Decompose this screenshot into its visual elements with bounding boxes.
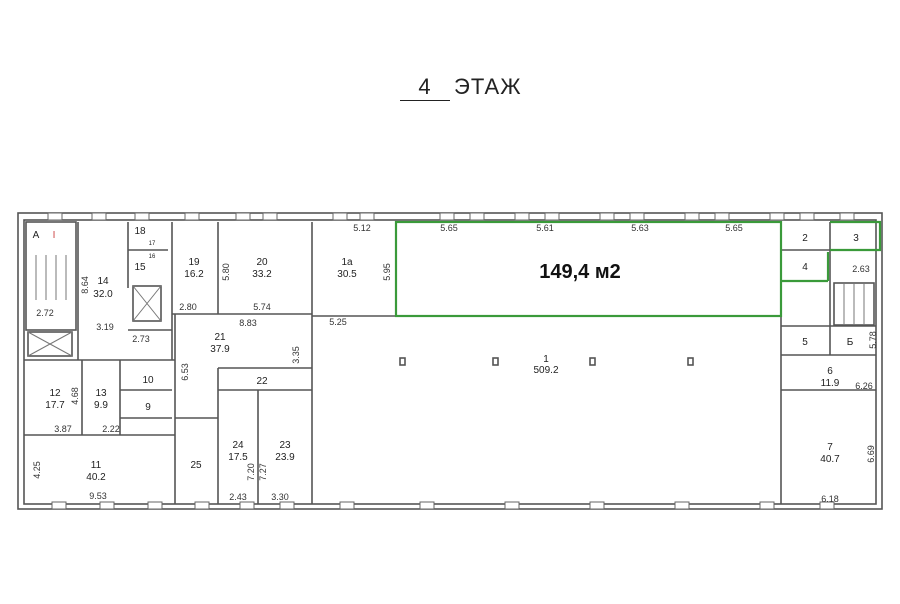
room-6-num: 6 <box>827 366 833 377</box>
dimension-label: 7.27 <box>258 463 268 481</box>
room-7-num: 7 <box>827 442 833 453</box>
room-18-num: 18 <box>134 226 146 237</box>
stair-a-mark: I <box>53 230 56 241</box>
room-23-num: 23 <box>279 440 291 451</box>
dimension-label: 2.72 <box>36 308 54 318</box>
dimension-label: 4.68 <box>70 387 80 405</box>
dimension-label: 5.95 <box>382 263 392 281</box>
room-2-num: 2 <box>802 233 808 244</box>
room-1-num: 1 <box>543 354 549 365</box>
dimension-label: 5.78 <box>868 331 878 349</box>
room-21-num: 21 <box>214 332 226 343</box>
room-7-area: 40.7 <box>820 454 840 465</box>
floor-number: 4 <box>400 74 450 101</box>
dimension-label: 2.63 <box>852 264 870 274</box>
windows <box>47 212 855 510</box>
dimension-label: 5.65 <box>725 223 743 233</box>
outer-wall <box>17 212 883 510</box>
highlighted-area[interactable]: 149,4 м2 <box>394 220 882 318</box>
room-21-area: 37.9 <box>210 344 230 355</box>
room-13-area: 9.9 <box>94 400 108 411</box>
dimension-label: 4.25 <box>32 461 42 479</box>
dimension-labels: 2.72 8.64 3.19 2.73 2.80 5.80 5.74 8.83 … <box>32 223 878 504</box>
dimension-label: 2.80 <box>179 302 197 312</box>
stair-a-label: А <box>33 230 40 241</box>
dimension-label: 8.83 <box>239 318 257 328</box>
dimension-label: 2.73 <box>132 334 150 344</box>
room-19-num: 19 <box>188 257 200 268</box>
room-20-area: 33.2 <box>252 269 272 280</box>
room-6-area: 11.9 <box>821 378 840 389</box>
dimension-label: 8.64 <box>80 276 90 294</box>
dimension-label: 5.74 <box>253 302 271 312</box>
dimension-label: 5.65 <box>440 223 458 233</box>
room-13-num: 13 <box>95 388 107 399</box>
dimension-label: 6.53 <box>180 363 190 381</box>
room-24-area: 17.5 <box>228 452 248 463</box>
dimension-label: 3.87 <box>54 424 72 434</box>
dimension-label: 3.35 <box>291 346 301 364</box>
room-20-num: 20 <box>256 257 268 268</box>
room-1-area: 509.2 <box>533 365 558 376</box>
room-labels: А I 14 32.0 18 17 16 15 19 16.2 20 33.2 … <box>33 226 860 483</box>
dimension-label: 6.69 <box>866 445 876 463</box>
dimension-label: 7.20 <box>246 463 256 481</box>
dimension-label: 5.80 <box>221 263 231 281</box>
room-23-area: 23.9 <box>275 452 295 463</box>
room-12-area: 17.7 <box>45 400 65 411</box>
room-10-num: 10 <box>142 375 154 386</box>
dimension-label: 2.43 <box>229 492 247 502</box>
room-15-num: 15 <box>134 262 146 273</box>
dimension-label: 5.12 <box>353 223 371 233</box>
room-14-area: 32.0 <box>93 289 113 300</box>
room-9-num: 9 <box>145 402 151 413</box>
room-11-area: 40.2 <box>86 472 106 483</box>
interior-walls <box>24 221 876 504</box>
inner-wall <box>23 219 877 505</box>
room-22-num: 22 <box>256 376 268 387</box>
room-1a-area: 30.5 <box>337 269 357 280</box>
stair-b-label: Б <box>847 337 854 348</box>
dimension-label: 5.63 <box>631 223 649 233</box>
room-17-num: 17 <box>149 241 156 247</box>
room-3-num: 3 <box>853 233 859 244</box>
room-1a-num: 1а <box>341 257 353 268</box>
dimension-label: 5.61 <box>536 223 554 233</box>
dimension-label: 9.53 <box>89 491 107 501</box>
room-19-area: 16.2 <box>184 269 204 280</box>
room-24-num: 24 <box>232 440 244 451</box>
room-16-num: 16 <box>149 254 156 260</box>
room-14-num: 14 <box>97 276 109 287</box>
dimension-label: 3.19 <box>96 322 114 332</box>
highlight-area-label: 149,4 м2 <box>539 261 621 283</box>
room-4-num: 4 <box>802 262 808 273</box>
dimension-label: 6.26 <box>855 381 873 391</box>
floor-word: ЭТАЖ <box>454 74 522 99</box>
room-5-num: 5 <box>802 337 808 348</box>
dimension-label: 5.25 <box>329 317 347 327</box>
dimension-label: 3.30 <box>271 492 289 502</box>
room-11-num: 11 <box>91 460 102 471</box>
room-12-num: 12 <box>49 388 61 399</box>
dimension-label: 2.22 <box>102 424 120 434</box>
room-25-num: 25 <box>190 460 202 471</box>
dimension-label: 6.18 <box>821 494 839 504</box>
